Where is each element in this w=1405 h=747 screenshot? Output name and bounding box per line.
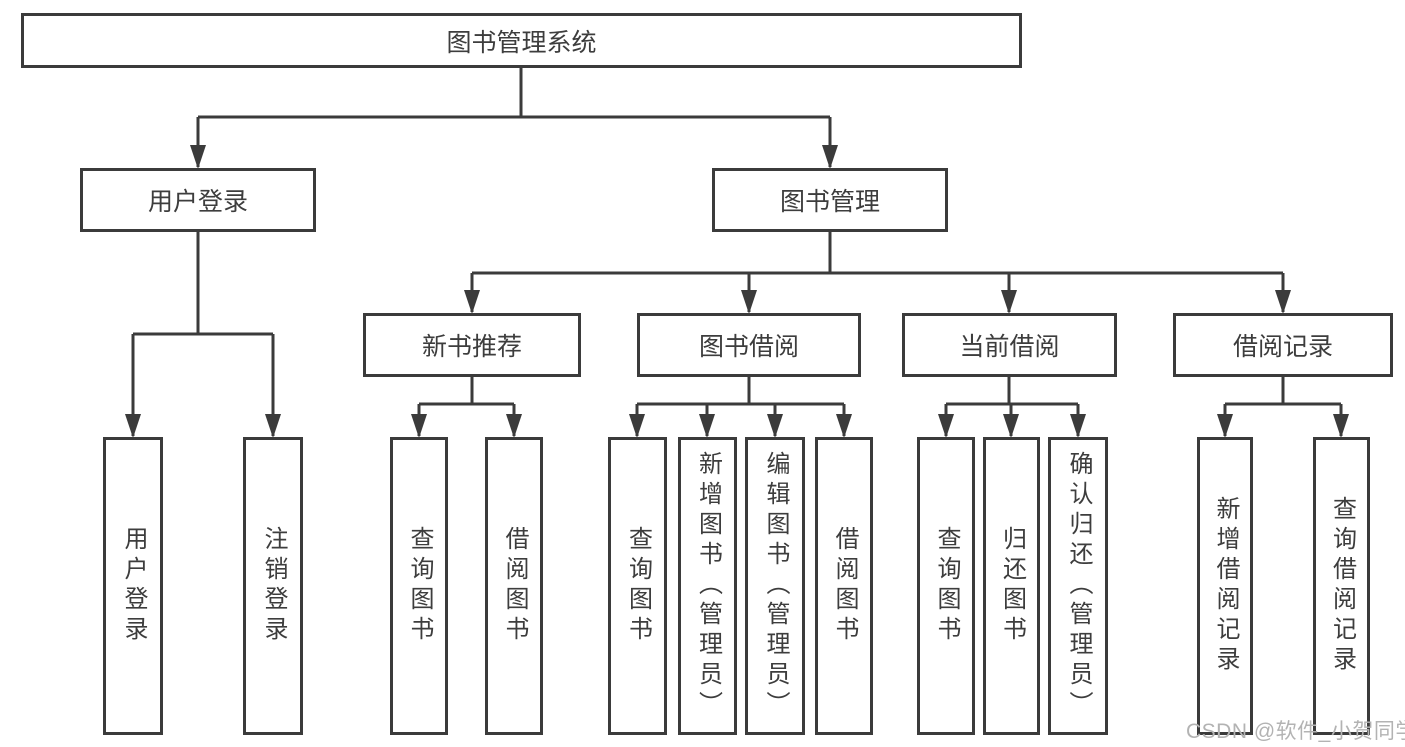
leaf-borrow-add-books-admin: 新增图书（管理员） bbox=[678, 437, 737, 735]
node-user-login: 用户登录 bbox=[80, 168, 316, 232]
leaf-borrow-borrow-books: 借阅图书 bbox=[815, 437, 873, 735]
leaf-label: 确认归还（管理员） bbox=[1065, 451, 1092, 721]
connector-records-to-leaves bbox=[1217, 377, 1349, 438]
leaf-label: 归还图书 bbox=[998, 526, 1026, 646]
leaf-user-login: 用户登录 bbox=[103, 437, 163, 735]
node-book-borrowing: 图书借阅 bbox=[637, 313, 861, 377]
leaf-newbook-borrow-books: 借阅图书 bbox=[485, 437, 543, 735]
connector-newbook-to-leaves bbox=[411, 377, 522, 438]
leaf-current-confirm-return-admin: 确认归还（管理员） bbox=[1048, 437, 1108, 735]
leaf-current-query-books: 查询图书 bbox=[917, 437, 975, 735]
connector-bookborrow-to-leaves bbox=[629, 377, 852, 438]
connector-userlogin-to-leaves bbox=[125, 232, 281, 438]
leaf-label: 编辑图书（管理员） bbox=[762, 451, 789, 721]
leaf-label: 新增借阅记录 bbox=[1212, 496, 1239, 676]
node-current-borrowing: 当前借阅 bbox=[902, 313, 1117, 377]
node-library-system: 图书管理系统 bbox=[21, 13, 1022, 68]
leaf-borrow-edit-books-admin: 编辑图书（管理员） bbox=[745, 437, 805, 735]
csdn-watermark: CSDN @软件_小贺同学 bbox=[1186, 720, 1405, 743]
leaf-label: 借阅图书 bbox=[831, 526, 858, 646]
leaf-label: 新增图书（管理员） bbox=[694, 451, 722, 721]
leaf-label: 查询图书 bbox=[933, 526, 960, 646]
leaf-logout: 注销登录 bbox=[243, 437, 303, 735]
leaf-borrow-query-books: 查询图书 bbox=[608, 437, 667, 735]
leaf-label: 查询图书 bbox=[406, 526, 433, 646]
leaf-label: 注销登录 bbox=[260, 526, 287, 646]
node-book-management: 图书管理 bbox=[712, 168, 948, 232]
connector-bookmgmt-to-level3 bbox=[464, 232, 1291, 314]
connector-root-to-level2 bbox=[190, 68, 838, 169]
leaf-label: 查询借阅记录 bbox=[1328, 496, 1356, 676]
connector-currentborrow-to-leaves bbox=[938, 377, 1086, 438]
leaf-current-return-books: 归还图书 bbox=[983, 437, 1040, 735]
node-new-book-recommendation: 新书推荐 bbox=[363, 313, 581, 377]
leaf-newbook-query-books: 查询图书 bbox=[390, 437, 448, 735]
node-borrowing-records: 借阅记录 bbox=[1173, 313, 1393, 377]
leaf-label: 借阅图书 bbox=[501, 526, 528, 646]
leaf-label: 用户登录 bbox=[120, 526, 147, 646]
leaf-record-add: 新增借阅记录 bbox=[1197, 437, 1253, 735]
leaf-record-query: 查询借阅记录 bbox=[1313, 437, 1370, 735]
leaf-label: 查询图书 bbox=[624, 526, 652, 646]
